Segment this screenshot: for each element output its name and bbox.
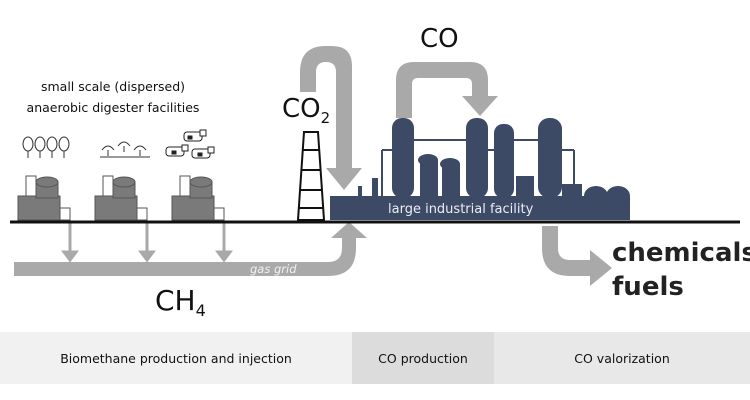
gas-grid-label: gas grid xyxy=(250,262,297,276)
ch4-label: CH4 xyxy=(155,284,206,320)
facility-label: large industrial facility xyxy=(388,202,534,217)
stage-biomethane: Biomethane production and injection xyxy=(0,332,352,384)
ch4-label-main: CH xyxy=(155,284,196,317)
tree-icon xyxy=(22,136,70,158)
chimney-icon xyxy=(296,131,326,221)
digester-caption-line1: small scale (dispersed) xyxy=(40,79,186,94)
digester-caption-line2: anaerobic digester facilities xyxy=(26,100,200,115)
injection-arrows xyxy=(61,222,233,263)
stage-co-valorization: CO valorization xyxy=(494,332,750,384)
co-label: CO xyxy=(420,24,459,54)
stage-bar: Biomethane production and injection CO p… xyxy=(0,332,750,384)
products-arrow xyxy=(542,226,612,286)
fuels-label: fuels xyxy=(612,272,684,302)
gas-grid-arrow xyxy=(14,222,367,276)
chemicals-label: chemicals xyxy=(612,238,750,268)
refinery-pipes xyxy=(381,139,575,196)
co2-label-sub: 2 xyxy=(320,109,331,127)
digester-icon xyxy=(17,175,225,221)
sprout-icon xyxy=(100,141,150,158)
digester-caption: small scale (dispersed) anaerobic digest… xyxy=(18,76,208,118)
stage-co-production: CO production xyxy=(352,332,494,384)
refinery-icon xyxy=(330,118,630,220)
co-arrow xyxy=(396,62,498,118)
co2-arrow xyxy=(300,46,362,190)
co2-label: CO2 xyxy=(282,94,330,127)
ch4-label-sub: 4 xyxy=(195,301,206,320)
co2-label-main: CO xyxy=(282,94,321,124)
cow-icon xyxy=(165,129,215,159)
